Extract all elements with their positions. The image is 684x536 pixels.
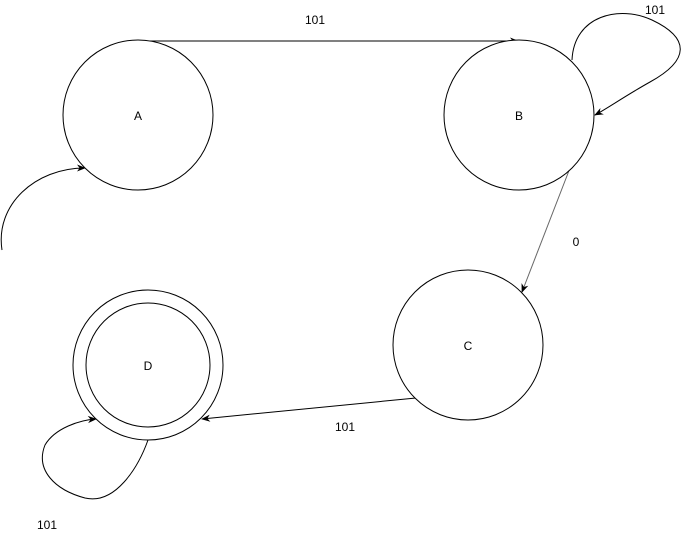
edge-d-self-loop bbox=[41, 415, 149, 500]
edge-c-to-d bbox=[201, 397, 417, 422]
state-c: C bbox=[392, 269, 544, 421]
edge-b-self-loop bbox=[571, 13, 681, 116]
state-d-label: D bbox=[144, 359, 153, 373]
edge-b-self-loop-label: 101 bbox=[645, 3, 665, 17]
edge-d-self-loop-label: 101 bbox=[37, 518, 57, 532]
state-c-label: C bbox=[464, 339, 473, 353]
state-a: A bbox=[62, 39, 214, 191]
state-b: B bbox=[443, 39, 595, 191]
state-d: D bbox=[72, 289, 224, 441]
state-b-label: B bbox=[515, 109, 523, 123]
start-arrow bbox=[0, 164, 86, 251]
edge-b-to-c bbox=[521, 167, 571, 293]
state-a-circle bbox=[62, 39, 214, 191]
edge-b-to-c-label: 0 bbox=[573, 235, 580, 249]
edge-a-to-b-label: 101 bbox=[305, 13, 325, 27]
state-c-circle bbox=[392, 269, 544, 421]
state-d-inner-circle bbox=[85, 302, 211, 428]
edge-c-to-d-label: 101 bbox=[335, 420, 355, 434]
state-b-circle bbox=[443, 39, 595, 191]
state-a-label: A bbox=[134, 109, 142, 123]
